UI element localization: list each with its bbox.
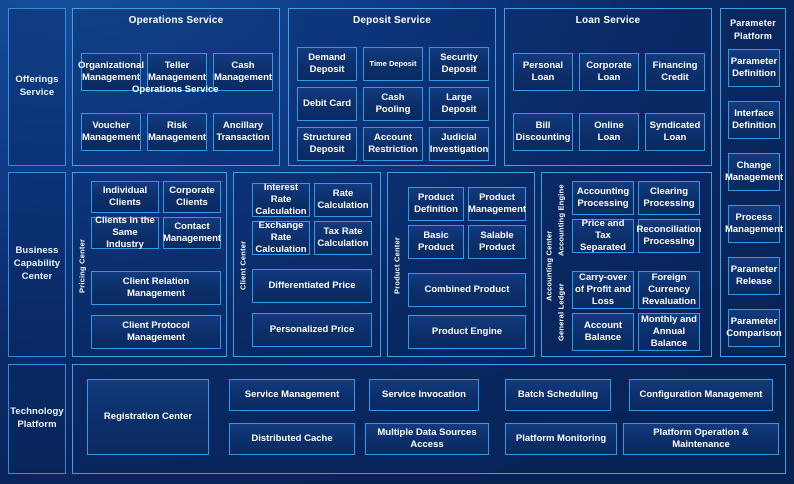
cell-interest-rate-calculation[interactable]: Interest Rate Calculation [252,182,310,217]
cell-demand-deposit[interactable]: Demand Deposit [297,47,357,81]
sidebar-item-process-management[interactable]: Process Management [725,205,783,243]
group-deposit-service: Deposit Service Demand Deposit Time Depo… [288,8,496,166]
vlabel-client-center: Client Center [238,240,248,291]
cell-personal-loan[interactable]: Personal Loan [513,53,573,91]
group-product-center: Product Center Product Definition Produc… [387,172,535,357]
cell-client-protocol-management[interactable]: Client Protocol Management [91,315,221,349]
cell-personalized-price[interactable]: Personalized Price [252,313,372,347]
cell-registration-center[interactable]: Registration Center [87,379,209,455]
sidebar-item-parameter-release[interactable]: Parameter Release [728,257,780,295]
cell-bill-discounting[interactable]: Bill Discounting [513,113,573,151]
cell-reconciliation-processing[interactable]: Reconciliation Processing [637,219,701,253]
cell-multiple-data-sources-access[interactable]: Multiple Data Sources Access [365,423,489,455]
cell-debit-card[interactable]: Debit Card [297,87,357,121]
sidebar-item-interface-definition[interactable]: Interface Definition [728,101,780,139]
cell-voucher-management[interactable]: Voucher Management [81,113,141,151]
cell-configuration-management[interactable]: Configuration Management [629,379,773,411]
cell-accounting-processing[interactable]: Accounting Processing [572,181,634,215]
cell-differentiated-price[interactable]: Differentiated Price [252,269,372,303]
overlay-label-operations-service: Operations Service [132,84,219,95]
cell-security-deposit[interactable]: Security Deposit [429,47,489,81]
vlabel-accounting-engine: Accounting Engine [556,184,566,256]
cell-exchange-rate-calculation[interactable]: Exchange Rate Calculation [252,220,310,255]
cell-organizational-management[interactable]: Organizational Management [78,53,144,91]
cell-syndicated-loan[interactable]: Syndicated Loan [645,113,705,151]
sidebar-parameter-platform: Parameter Platform Parameter Definition … [720,8,786,357]
cell-combined-product[interactable]: Combined Product [408,273,526,307]
cell-service-management[interactable]: Service Management [229,379,355,411]
cell-clients-same-industry[interactable]: Clients in the Same Industry [91,215,159,250]
cell-structured-deposit[interactable]: Structured Deposit [297,127,357,161]
cell-platform-operation-maintenance[interactable]: Platform Operation & Maintenance [623,423,779,455]
cell-ancillary-transaction[interactable]: Ancillary Transaction [213,113,273,151]
group-title-loan-service: Loan Service [575,15,641,26]
group-technology-platform: Registration Center Service Management D… [72,364,786,474]
cell-risk-management[interactable]: Risk Management [147,113,207,151]
cell-product-engine[interactable]: Product Engine [408,315,526,349]
cell-basic-product[interactable]: Basic Product [408,225,464,259]
group-operations-service: Operations Service Organizational Manage… [72,8,280,166]
group-pricing-center: Pricing Center Individual Clients Corpor… [72,172,227,357]
cell-platform-monitoring[interactable]: Platform Monitoring [505,423,617,455]
cell-large-deposit[interactable]: Large Deposit [429,87,489,121]
cell-cash-pooling[interactable]: Cash Pooling [363,87,423,121]
cell-corporate-clients[interactable]: Corporate Clients [163,181,221,213]
cell-cash-management[interactable]: Cash Management [213,53,273,91]
cell-product-management[interactable]: Product Management [468,187,526,221]
cell-online-loan[interactable]: Online Loan [579,113,639,151]
sidebar-item-change-management[interactable]: Change Management [725,153,783,191]
cell-account-balance[interactable]: Account Balance [572,313,634,351]
group-title-operations-service: Operations Service [128,15,224,26]
cell-individual-clients[interactable]: Individual Clients [91,181,159,213]
cell-salable-product[interactable]: Salable Product [468,225,526,259]
vlabel-product-center: Product Center [392,237,402,294]
cell-account-restriction[interactable]: Account Restriction [363,127,423,161]
cell-batch-scheduling[interactable]: Batch Scheduling [505,379,611,411]
cell-teller-management[interactable]: Teller Management [147,53,207,91]
cell-corporate-loan[interactable]: Corporate Loan [579,53,639,91]
cell-tax-rate-calculation[interactable]: Tax Rate Calculation [314,221,372,255]
group-client-center: Client Center Interest Rate Calculation … [233,172,381,357]
cell-time-deposit[interactable]: Time Deposit [363,47,423,81]
cell-service-invocation[interactable]: Service Invocation [369,379,479,411]
vlabel-general-ledger: General Ledger [556,283,566,341]
cell-foreign-currency-revaluation[interactable]: Foreign Currency Revaluation [638,271,700,309]
cell-price-and-tax-separated[interactable]: Price and Tax Separated [572,218,634,253]
sidebar-item-parameter-comparison[interactable]: Parameter Comparison [726,309,782,347]
cell-monthly-and-annual-balance[interactable]: Monthly and Annual Balance [638,313,700,351]
sidebar-item-parameter-definition[interactable]: Parameter Definition [728,49,780,87]
cell-rate-calculation[interactable]: Rate Calculation [314,183,372,217]
group-title-deposit-service: Deposit Service [352,15,432,26]
cell-judicial-investigation[interactable]: Judicial Investigation [429,127,489,161]
group-accounting-center: Accounting Center Accounting Engine Gene… [541,172,712,357]
vlabel-pricing-center: Pricing Center [77,238,87,293]
cell-client-relation-management[interactable]: Client Relation Management [91,271,221,305]
cell-contact-management[interactable]: Contact Management [163,217,221,249]
group-loan-service: Loan Service Personal Loan Corporate Loa… [504,8,712,166]
cell-clearing-processing[interactable]: Clearing Processing [638,181,700,215]
cell-product-definition[interactable]: Product Definition [408,187,464,221]
sidebar-title: Parameter Platform [730,18,776,42]
cell-financing-credit[interactable]: Financing Credit [645,53,705,91]
cell-distributed-cache[interactable]: Distributed Cache [229,423,355,455]
cell-carry-over-profit-loss[interactable]: Carry-over of Profit and Loss [572,271,634,309]
